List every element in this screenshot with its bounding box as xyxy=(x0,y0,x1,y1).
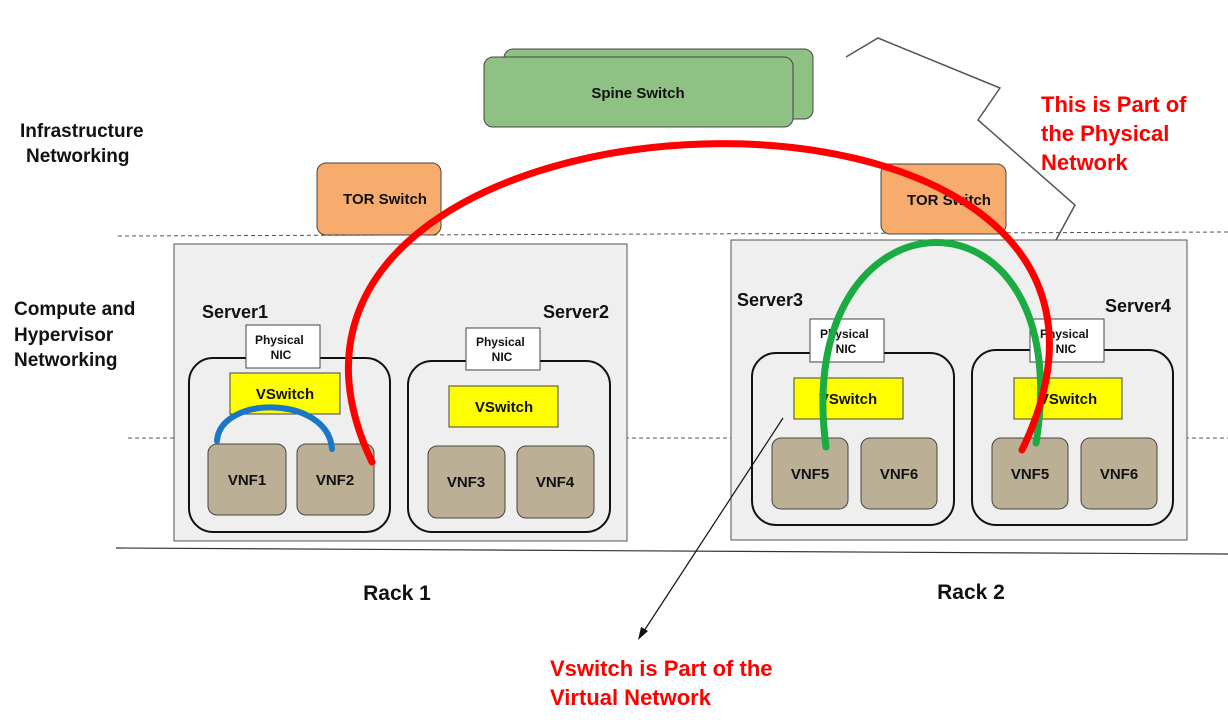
server-label-1: Server1 xyxy=(202,302,268,322)
svg-text:VNF3: VNF3 xyxy=(447,474,485,491)
server-label-4: Server4 xyxy=(1105,296,1171,316)
svg-text:Physical NIC: Physical NIC xyxy=(255,333,307,362)
spine-switch: Spine Switch xyxy=(483,48,814,128)
green-tor-link xyxy=(819,239,1045,451)
svg-text:VSwitch: VSwitch xyxy=(1039,391,1097,408)
layer-separator-top xyxy=(117,231,1228,237)
vnf5-server4: VNF5 xyxy=(991,437,1069,510)
svg-text:VNF6: VNF6 xyxy=(1100,466,1138,483)
physical-network-annotation: This is Part of the Physical Network xyxy=(1041,92,1193,175)
virtual-network-pointer xyxy=(638,417,784,640)
tor-switch-label: TOR Switch xyxy=(343,191,427,208)
svg-text:VNF5: VNF5 xyxy=(1011,466,1049,483)
vnf1: VNF1 xyxy=(207,443,287,516)
blue-virtual-link xyxy=(214,404,335,452)
svg-text:VSwitch: VSwitch xyxy=(475,399,533,416)
physical-nic-server1: Physical NIC xyxy=(245,324,321,369)
server-label-3: Server3 xyxy=(737,290,803,310)
svg-text:VSwitch: VSwitch xyxy=(819,391,877,408)
physical-nic-server4: Physical NIC xyxy=(1029,318,1105,363)
vnf4: VNF4 xyxy=(516,445,595,519)
rack-label-1: Rack 1 xyxy=(363,582,431,605)
svg-text:VNF5: VNF5 xyxy=(791,466,829,483)
rack-label-2: Rack 2 xyxy=(937,581,1005,604)
vnf6-server3: VNF6 xyxy=(860,437,938,510)
vnf2: VNF2 xyxy=(296,443,375,516)
vnf5-server3: VNF5 xyxy=(771,437,849,510)
virtual-network-annotation: Vswitch is Part of the Virtual Network xyxy=(550,656,779,710)
vnf3: VNF3 xyxy=(427,445,506,519)
layer-label-compute: Compute and Hypervisor Networking xyxy=(14,299,141,371)
physical-nic-server2: Physical NIC xyxy=(465,327,541,371)
tor-switch-rack2: TOR Switch xyxy=(880,163,1007,235)
tor-switch-rack1: TOR Switch xyxy=(316,162,442,236)
vswitch-server4: VSwitch xyxy=(1013,377,1123,420)
svg-text:VNF6: VNF6 xyxy=(880,466,918,483)
vnf6-server4: VNF6 xyxy=(1080,437,1158,510)
svg-text:VSwitch: VSwitch xyxy=(256,386,314,403)
red-spine-link xyxy=(344,140,1053,466)
svg-text:VNF4: VNF4 xyxy=(536,474,575,491)
vswitch-server2: VSwitch xyxy=(448,385,559,428)
layer-label-infrastructure: Infrastructure Networking xyxy=(20,121,149,167)
vswitch-server3: VSwitch xyxy=(793,377,904,420)
server-label-2: Server2 xyxy=(543,302,609,322)
physical-nic-server3: Physical NIC xyxy=(809,318,885,363)
svg-text:VNF1: VNF1 xyxy=(228,472,266,489)
spine-switch-label: Spine Switch xyxy=(591,85,684,102)
physical-network-bracket xyxy=(845,37,1076,241)
svg-text:Physical NIC: Physical NIC xyxy=(476,335,528,364)
layer-separator-bottom xyxy=(115,547,1228,555)
svg-text:VNF2: VNF2 xyxy=(316,472,354,489)
